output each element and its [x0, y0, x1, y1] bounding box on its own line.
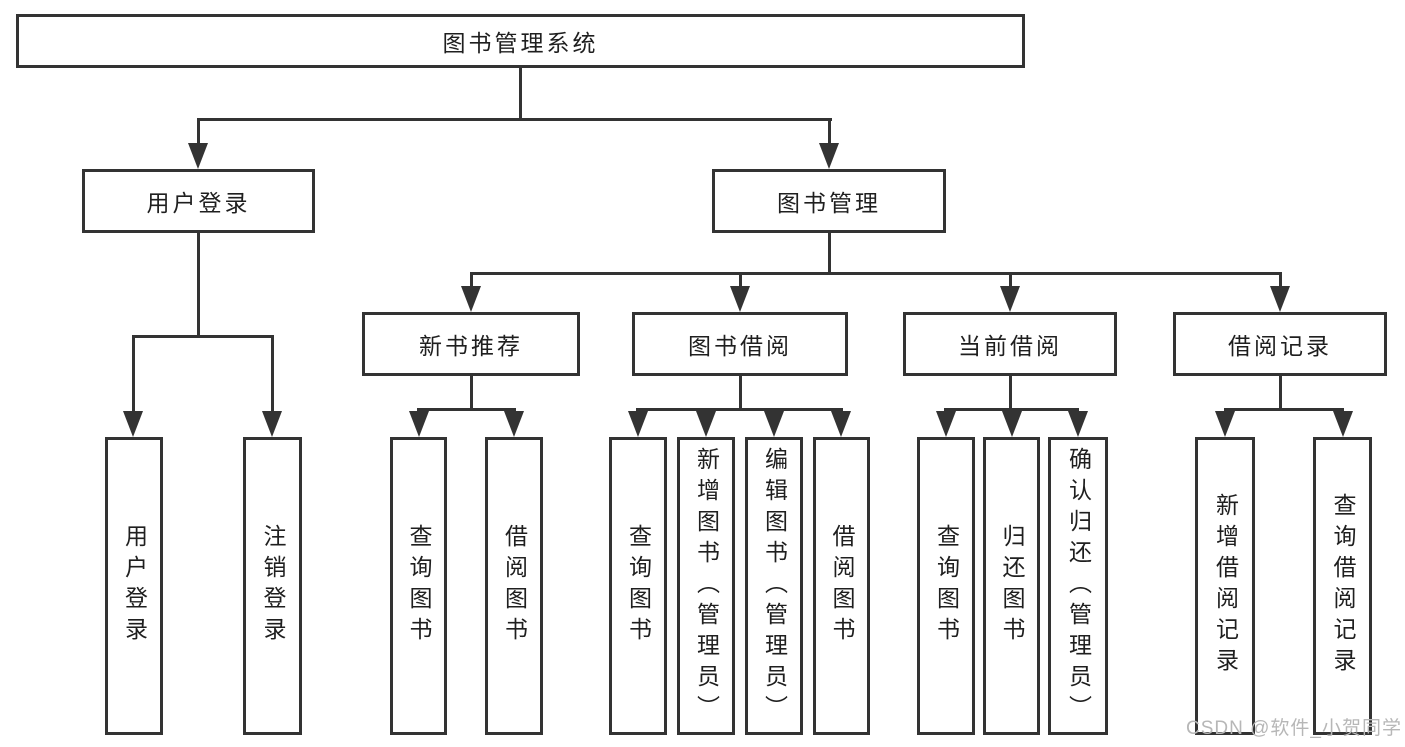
connector-book-borrow-branch: [636, 408, 843, 411]
node-leaf-edit-book-admin: 编辑图书（管理员）: [745, 437, 803, 735]
arrow-down-icon: [409, 411, 429, 437]
connector-book-borrow-stem: [739, 376, 742, 410]
node-leaf-logout: 注销登录: [243, 437, 302, 735]
leaf-label: 用户登录: [121, 524, 148, 648]
arrow-down-icon: [819, 143, 839, 169]
node-leaf-borrow-book-2: 借阅图书: [813, 437, 870, 735]
node-user-login-label: 用户登录: [146, 190, 251, 216]
leaf-label: 归还图书: [999, 524, 1025, 648]
connector-drop-new-book-rec: [470, 272, 473, 289]
node-root: 图书管理系统: [16, 14, 1025, 68]
arrow-down-icon: [764, 411, 784, 437]
arrow-down-icon: [696, 411, 716, 437]
leaf-label: 查询图书: [625, 524, 652, 648]
leaf-label: 借阅图书: [829, 524, 855, 648]
node-leaf-confirm-return-admin: 确认归还（管理员）: [1048, 437, 1108, 735]
arrow-down-icon: [188, 143, 208, 169]
connector-borrow-records-branch: [1224, 408, 1344, 411]
arrow-down-icon: [730, 286, 750, 312]
node-leaf-add-borrow-record: 新增借阅记录: [1195, 437, 1255, 735]
csdn-watermark: CSDN @软件_小贺同学: [1186, 718, 1402, 739]
connector-drop-current-borrow: [1009, 272, 1012, 289]
leaf-label: 新增图书（管理员）: [693, 446, 720, 726]
node-leaf-query-borrow-record: 查询借阅记录: [1313, 437, 1372, 735]
leaf-label: 新增借阅记录: [1212, 493, 1239, 679]
connector-drop-book-borrow: [739, 272, 742, 289]
connector-current-borrow-branch: [944, 408, 1079, 411]
connector-drop-leaf: [132, 335, 135, 415]
leaf-label: 借阅图书: [501, 524, 528, 648]
arrow-down-icon: [1215, 411, 1235, 437]
node-current-borrow: 当前借阅: [903, 312, 1117, 376]
node-borrow-records-label: 借阅记录: [1228, 333, 1332, 359]
leaf-label: 注销登录: [260, 524, 286, 648]
leaf-label: 查询图书: [406, 524, 432, 648]
arrow-down-icon: [628, 411, 648, 437]
node-new-book-rec-label: 新书推荐: [419, 333, 523, 359]
arrow-down-icon: [461, 286, 481, 312]
arrow-down-icon: [1333, 411, 1353, 437]
connector-book-mgmt-stem: [828, 233, 831, 274]
node-leaf-user-login: 用户登录: [105, 437, 163, 735]
connector-drop-user-login: [197, 118, 200, 146]
leaf-label: 查询借阅记录: [1330, 493, 1356, 679]
node-book-borrow: 图书借阅: [632, 312, 848, 376]
node-book-borrow-label: 图书借阅: [688, 333, 792, 359]
connector-book-mgmt-branch: [470, 272, 1281, 275]
arrow-down-icon: [831, 411, 851, 437]
node-leaf-borrow-book-1: 借阅图书: [485, 437, 543, 735]
connector-user-login-branch: [132, 335, 274, 338]
connector-drop-leaf: [271, 335, 274, 415]
node-leaf-query-book-1: 查询图书: [390, 437, 447, 735]
node-user-login: 用户登录: [82, 169, 315, 233]
arrow-down-icon: [262, 411, 282, 437]
node-new-book-rec: 新书推荐: [362, 312, 580, 376]
connector-new-book-rec-branch: [417, 408, 516, 411]
connector-user-login-stem: [197, 233, 200, 338]
leaf-label: 查询图书: [933, 524, 960, 648]
arrow-down-icon: [1002, 411, 1022, 437]
node-leaf-query-book-2: 查询图书: [609, 437, 667, 735]
leaf-label: 确认归还（管理员）: [1065, 446, 1092, 726]
connector-drop-borrow-records: [1279, 272, 1282, 289]
node-leaf-query-book-3: 查询图书: [917, 437, 975, 735]
connector-drop-book-mgmt: [828, 118, 831, 146]
node-root-label: 图书管理系统: [442, 30, 599, 56]
arrow-down-icon: [123, 411, 143, 437]
connector-current-borrow-stem: [1009, 376, 1012, 410]
leaf-label: 编辑图书（管理员）: [761, 446, 788, 726]
connector-borrow-records-stem: [1279, 376, 1282, 410]
arrow-down-icon: [1068, 411, 1088, 437]
connector-root-branch: [197, 118, 832, 121]
arrow-down-icon: [1000, 286, 1020, 312]
connector-new-book-rec-stem: [470, 376, 473, 410]
node-book-mgmt: 图书管理: [712, 169, 946, 233]
arrow-down-icon: [1270, 286, 1290, 312]
node-current-borrow-label: 当前借阅: [958, 333, 1062, 359]
node-book-mgmt-label: 图书管理: [777, 190, 881, 216]
node-leaf-return-book: 归还图书: [983, 437, 1040, 735]
node-leaf-add-book-admin: 新增图书（管理员）: [677, 437, 735, 735]
arrow-down-icon: [936, 411, 956, 437]
connector-root-stem: [519, 68, 522, 121]
arrow-down-icon: [504, 411, 524, 437]
node-borrow-records: 借阅记录: [1173, 312, 1387, 376]
